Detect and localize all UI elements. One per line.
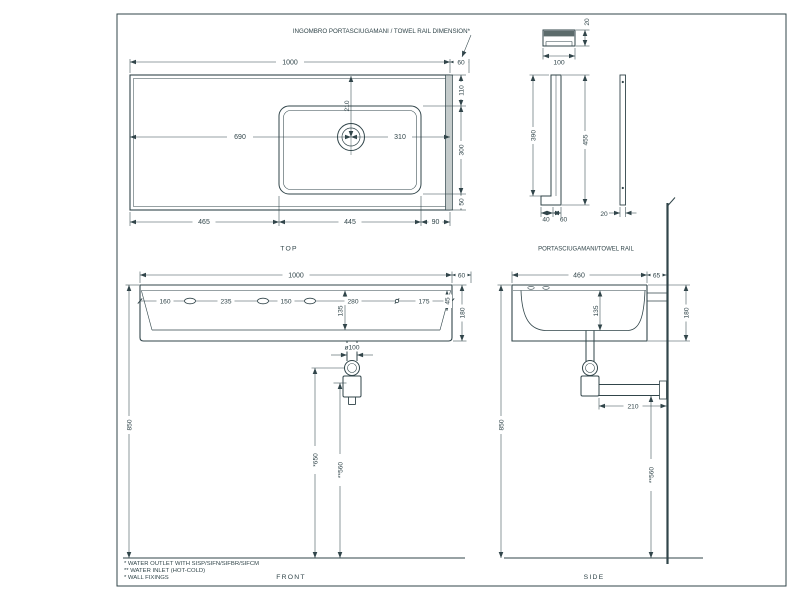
footnotes: * WATER OUTLET WITH SISP/SIFN/SIFBR/SIFC… [124,561,259,581]
dim-overall-width: 1000 [282,59,298,66]
dim-side-floor-height: 850 [499,419,506,430]
footnote-fixings: * WALL FIXINGS [124,575,169,581]
towel-rail-strip [445,74,453,211]
dim-bottom-left: 465 [198,219,210,226]
dim-hole-3: 150 [280,298,291,305]
footnote-outlet: * WATER OUTLET WITH SISP/SIFN/SIFBR/SIFC… [124,561,259,567]
front-view: 1000 60 160 235 150 280 175 45 135 180 ø… [123,270,472,581]
faucet-hole [257,297,269,305]
dim-front-basin-depth: 135 [338,305,345,316]
annotation-leader [461,34,472,58]
rail-view-shapes [540,29,626,206]
dim-bottom-middle: 445 [344,219,356,226]
side-view: 460 65 135 180 210 850 **560 SIDE [496,197,703,581]
dim-hole-5: 175 [418,298,429,305]
dim-outlet-height: *650 [313,453,320,467]
front-view-label: FRONT [276,574,305,581]
dim-rail-bar-thickness: 20 [600,211,608,218]
dim-side-depth: 460 [573,272,585,279]
dim-rail-top-depth: 20 [584,18,591,26]
dim-front-floor-height: 850 [127,419,134,430]
trap-body [342,375,362,398]
footnote-inlet: ** WATER INLET (HOT-COLD) [124,568,205,574]
dim-front-rail-ext: 60 [458,272,466,279]
rail-view-dim-lines [529,29,637,217]
dim-side-height: 180 [684,307,691,318]
dim-drain-diameter: ø100 [344,345,359,352]
top-view: 1000 60 110 300 50 690 310 210 465 445 9… [129,28,472,253]
rail-profile [540,74,562,206]
side-view-label: SIDE [584,574,605,581]
dim-hole-offset: 45 [445,297,452,305]
dim-side-basin-depth: 135 [593,305,600,316]
trap-body-side [580,375,600,397]
dim-front-width: 1000 [288,272,304,279]
dim-rail-foot-inner: 40 [542,217,550,224]
top-view-label: TOP [280,246,297,253]
trap-flange-side [582,360,598,376]
sheet-border [116,13,787,587]
rail-view-dim-texts: 20 100 390 455 40 60 20 PORTASCIUGAMANI/… [528,18,635,253]
rail-view-label: PORTASCIUGAMANI/TOWEL RAIL [538,247,634,253]
dim-wall-clearance: 65 [653,272,661,279]
sink-front-outline [139,284,453,342]
top-view-dim-lines [129,59,470,226]
dim-hole-2: 235 [220,298,231,305]
faucet-hole [184,297,196,305]
dim-front-height: 180 [460,307,467,318]
faucet-hole [304,297,316,305]
towel-rail-annotation: INGOMBRO PORTASCIUGAMANI / TOWEL RAIL DI… [293,28,472,58]
side-view-outline [504,197,703,564]
dim-drain-from-back: 210 [344,100,351,111]
top-view-dim-texts: 1000 60 110 300 50 690 310 210 465 445 9… [192,57,469,253]
sink-side-outline [511,284,648,342]
dim-rail-foot-outer: 60 [560,217,568,224]
dim-hole-4: 280 [347,298,358,305]
dim-rail-inner-height: 390 [531,130,538,141]
side-view-dim-texts: 460 65 135 180 210 850 **560 SIDE [496,270,691,581]
dim-hole-1: 160 [159,298,170,305]
dim-basin-depth: 300 [459,144,466,155]
top-view-outline [129,74,453,211]
front-view-outline [123,284,465,559]
rail-front-bar [619,74,626,206]
dim-rail-extension: 60 [457,59,465,66]
dim-left-to-drain: 690 [234,134,246,141]
dim-basin-to-front: 50 [459,198,466,206]
dim-rail-top-width: 100 [553,60,565,67]
dim-trap-to-wall: 210 [627,403,638,410]
trap-flange [344,360,360,376]
basin-section [520,290,646,331]
dim-back-to-basin: 110 [459,85,466,96]
rail-view: 20 100 390 455 40 60 20 PORTASCIUGAMANI/… [528,18,637,253]
front-view-dim-texts: 1000 60 160 235 150 280 175 45 135 180 ø… [124,270,468,581]
fixing-hole [394,298,400,304]
dim-side-inlet-height: **560 [649,467,656,483]
annotation-text: INGOMBRO PORTASCIUGAMANI / TOWEL RAIL DI… [293,28,471,35]
dim-front-inlet-height: **560 [338,462,345,478]
dim-drain-to-right: 310 [394,134,406,141]
rail-top-view [542,29,576,47]
dim-bottom-right: 90 [432,219,440,226]
wall-escutcheon [659,380,667,400]
dim-rail-overall-height: 455 [583,134,590,145]
